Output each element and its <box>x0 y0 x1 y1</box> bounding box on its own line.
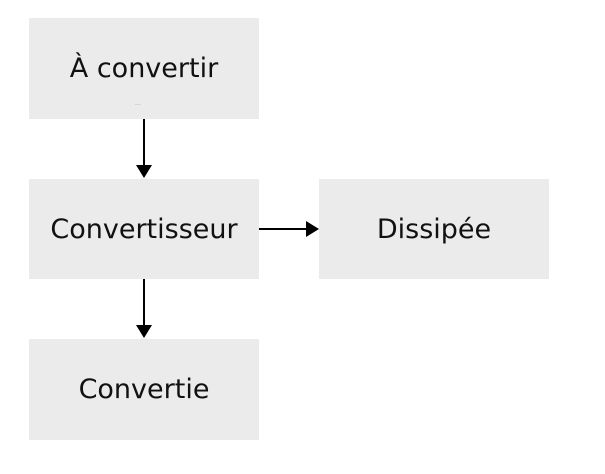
arrow-converter-to-dissipated-head <box>306 221 319 237</box>
node-input: À convertir <box>29 18 259 119</box>
node-dissipated: Dissipée <box>319 179 549 279</box>
node-input-mark: ... <box>135 100 141 107</box>
node-converter-label: Convertisseur <box>50 213 238 245</box>
node-input-label: À convertir <box>69 53 219 84</box>
node-converted-label: Convertie <box>78 374 210 405</box>
arrow-converter-to-converted-head <box>136 325 152 338</box>
node-converter: Convertisseur <box>29 179 259 279</box>
node-converted: Convertie <box>29 339 259 440</box>
node-dissipated-label: Dissipée <box>376 213 492 245</box>
arrow-input-to-converter-head <box>136 165 152 178</box>
